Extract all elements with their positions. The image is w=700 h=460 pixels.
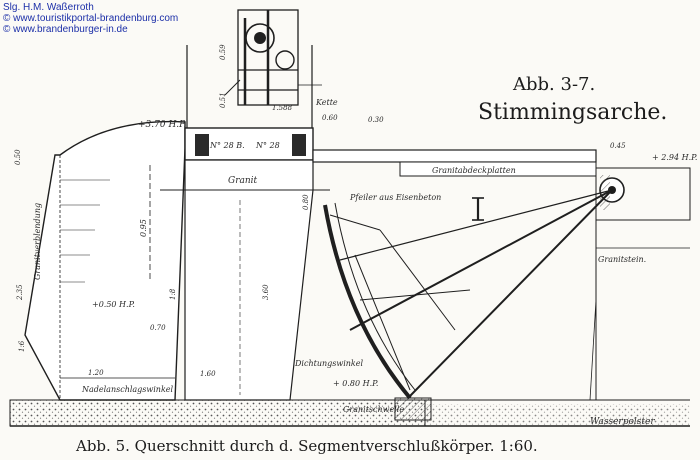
dim-4: 0.30 bbox=[368, 116, 384, 124]
label-hp-left: +3.70 H.P. bbox=[138, 120, 186, 130]
label-hp-right: + 2.94 H.P. bbox=[652, 153, 697, 162]
label-dichtung: Dichtungswinkel bbox=[294, 359, 363, 368]
label-traeger-1: N° 28 B. bbox=[209, 141, 245, 150]
central-pier bbox=[160, 127, 330, 401]
dim-13: 1:8 bbox=[169, 288, 177, 300]
segment-gate bbox=[323, 189, 613, 401]
label-granitstein: Granitstein. bbox=[598, 255, 646, 264]
right-abutment bbox=[312, 149, 691, 400]
dim-12: 0.70 bbox=[150, 324, 166, 332]
dim-5: 0.45 bbox=[610, 142, 626, 150]
figure-caption: Abb. 5. Querschnitt durch d. Segmentvers… bbox=[76, 437, 538, 455]
credit-collection: Slg. H.M. Waßerroth bbox=[3, 2, 94, 13]
dim-15: 0.80 bbox=[302, 194, 310, 210]
dim-2: 1.588 bbox=[272, 104, 293, 112]
label-granitschwelle: Granitschwelle bbox=[343, 405, 404, 414]
label-hp-bottom: + 0.80 H.P. bbox=[333, 379, 378, 388]
credit-website-1: © www.touristikportal-brandenburg.com bbox=[3, 13, 179, 24]
dim-1: 0.51 bbox=[219, 92, 227, 108]
dim-11: 1.60 bbox=[200, 370, 216, 378]
labels: +3.70 H.P. + 2.94 H.P. +0.50 H.P. + 0.80… bbox=[14, 44, 697, 427]
dim-8: 2.35 bbox=[16, 284, 24, 301]
label-granitabdeck: Granitabdeckplatten bbox=[432, 166, 516, 175]
label-pfeiler: Pfeiler aus Eisenbeton bbox=[349, 193, 441, 202]
dim-10: 1.20 bbox=[88, 369, 104, 377]
label-granitverblendung: Granitverblendung bbox=[33, 203, 42, 280]
figure-subtitle: Stimmingsarche. bbox=[478, 100, 668, 125]
credit-website-2: © www.brandenburger-in.de bbox=[3, 24, 128, 35]
label-wasserpolster: Wasserpolster bbox=[590, 417, 655, 427]
figure-title: Abb. 3-7. bbox=[513, 74, 596, 95]
label-traeger-2: N° 28 bbox=[255, 141, 280, 150]
winch-gear bbox=[186, 9, 322, 128]
label-nadelanschlag: Nadelanschlagswinkel bbox=[81, 385, 174, 394]
label-kette: Kette bbox=[315, 98, 338, 107]
label-hp-mid: +0.50 H.P. bbox=[92, 300, 135, 309]
label-granit: Granit bbox=[228, 176, 258, 186]
left-pier bbox=[24, 120, 186, 401]
dim-9: 1:6 bbox=[18, 340, 26, 352]
dim-6: 0.50 bbox=[14, 149, 22, 165]
dim-3: 0.60 bbox=[322, 114, 338, 122]
dim-0: 0.59 bbox=[219, 44, 227, 60]
dim-7: 0.95 bbox=[139, 219, 148, 237]
dim-14: 3.60 bbox=[262, 284, 270, 300]
